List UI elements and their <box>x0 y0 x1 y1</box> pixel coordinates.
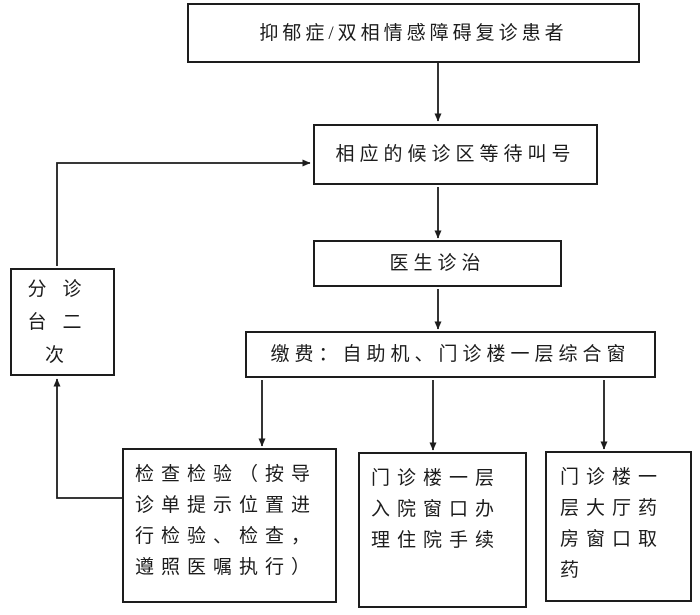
node-waiting-area: 相应的候诊区等待叫号 <box>313 124 598 185</box>
node-triage-second-time: 分诊 台二 次 <box>10 268 115 376</box>
arrow-triage-to-waiting <box>56 159 311 266</box>
arrow-exam-to-triage <box>53 378 122 499</box>
node-pharmacy-window: 门诊楼一 层大厅药 房窗口取 药 <box>545 451 692 602</box>
node-admission-window: 门诊楼一层 入院窗口办 理住院手续 <box>358 452 527 608</box>
node-payment: 缴费：自助机、门诊楼一层综合窗 <box>245 331 656 378</box>
node-exam-tests: 检查检验（按导 诊单提示位置进 行检验、检查， 遵照医嘱执行） <box>122 448 337 603</box>
node-patient: 抑郁症/双相情感障碍复诊患者 <box>187 3 640 63</box>
node-doctor-treatment: 医生诊治 <box>313 240 562 287</box>
